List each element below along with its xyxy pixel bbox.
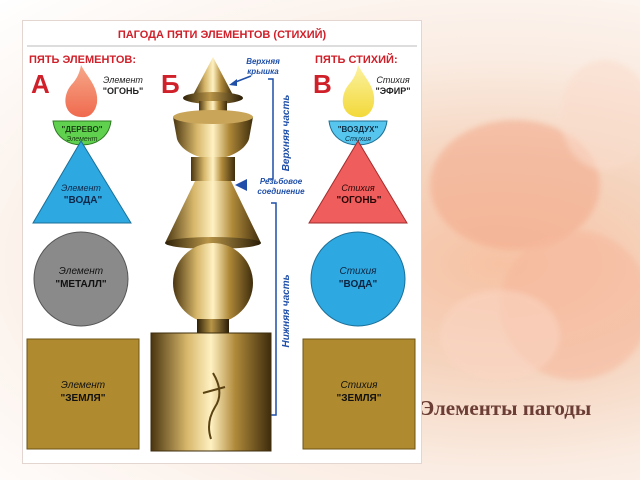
pagoda-cap-rim xyxy=(183,92,243,104)
wood-element-label-line1: "ДЕРЕВО" xyxy=(61,125,102,134)
pagoda-upper-stem xyxy=(191,157,235,181)
pagoda-cube xyxy=(150,332,272,452)
fire-stikhiya-label-line2: "ОГОНЬ" xyxy=(337,195,382,206)
fire-stikhiya-label-line1: Стихия xyxy=(341,183,375,193)
metal-circle-shape xyxy=(33,231,129,327)
water-stikhiya-label-line2: "ВОДА" xyxy=(339,279,378,290)
poster-title: ПАГОДА ПЯТИ ЭЛЕМЕНТОВ (СТИХИЙ) xyxy=(118,28,327,41)
letter-v: В xyxy=(313,69,332,99)
upper-part-bracket xyxy=(268,78,274,180)
water-stikhiya-label-line1: Стихия xyxy=(339,266,377,277)
pagoda-bowl xyxy=(173,117,253,159)
fire-element-label-line2: "ОГОНЬ" xyxy=(103,86,144,96)
pagoda-illustration: ПАГОДА ПЯТИ ЭЛЕМЕНТОВ (СТИХИЙ) ПЯТЬ ЭЛЕМ… xyxy=(26,28,417,452)
air-label-line2: Стихия xyxy=(345,136,371,143)
pagoda-cube-engraving xyxy=(202,372,226,440)
pagoda-photo xyxy=(150,57,272,452)
pagoda-cap-neck xyxy=(199,101,227,111)
pagoda-poster: ПАГОДА ПЯТИ ЭЛЕМЕНТОВ (СТИХИЙ) ПЯТЬ ЭЛЕМ… xyxy=(22,20,422,464)
joint-pointer-arrow xyxy=(235,179,247,191)
pagoda-sphere-neck xyxy=(197,319,229,333)
earth-stikhiya-label-line1: Стихия xyxy=(340,380,378,391)
water-element-label-line1: Элемент xyxy=(61,183,101,193)
water-triangle-shape xyxy=(32,140,132,224)
water-element-label-line2: "ВОДА" xyxy=(64,195,103,206)
slide-caption: Элементы пагоды xyxy=(420,396,592,420)
pagoda-bowl-rim xyxy=(173,110,253,124)
upper-part-label: Верхняя часть xyxy=(281,95,292,172)
joint-label-line2: соединение xyxy=(257,187,305,196)
cap-label-line2: крышка xyxy=(247,67,279,76)
background-petal xyxy=(440,290,560,380)
earth-square-shape xyxy=(26,338,140,450)
left-column-header: ПЯТЬ ЭЛЕМЕНТОВ: xyxy=(29,54,136,66)
ether-flame-shape xyxy=(342,65,375,118)
pagoda-cap-spire xyxy=(193,57,233,95)
ether-label-line2: "ЭФИР" xyxy=(376,86,411,96)
pagoda-cone xyxy=(165,181,261,243)
right-column-header: ПЯТЬ СТИХИЙ: xyxy=(315,53,398,66)
fire-flame-shape xyxy=(65,65,98,118)
metal-element-label-line2: "МЕТАЛЛ" xyxy=(55,279,107,290)
cap-pointer-arrowhead xyxy=(229,79,237,86)
fire-element-label-line1: Элемент xyxy=(103,75,143,85)
earth-element-label-line2: "ЗЕМЛЯ" xyxy=(61,393,106,404)
air-label-line1: "ВОЗДУХ" xyxy=(338,125,379,134)
pagoda-sphere xyxy=(173,243,253,323)
letter-a: А xyxy=(31,69,50,99)
lower-part-bracket xyxy=(271,202,277,416)
lower-part-label: Нижняя часть xyxy=(281,274,292,347)
wood-element-label-line2: Элемент xyxy=(67,136,98,143)
metal-element-label-line1: Элемент xyxy=(59,266,103,277)
earth-element-label-line1: Элемент xyxy=(61,380,105,391)
ether-label-line1: Стихия xyxy=(376,75,410,85)
earth-stikhiya-square-shape xyxy=(302,338,416,450)
cap-label-line1: Верхняя xyxy=(246,57,280,66)
fire-triangle-shape xyxy=(308,140,408,224)
joint-label-line1: Резьбовое xyxy=(260,177,303,186)
water-circle-shape xyxy=(310,231,406,327)
background-petal xyxy=(560,60,640,170)
letter-b: Б xyxy=(161,69,180,99)
earth-stikhiya-label-line2: "ЗЕМЛЯ" xyxy=(337,393,382,404)
